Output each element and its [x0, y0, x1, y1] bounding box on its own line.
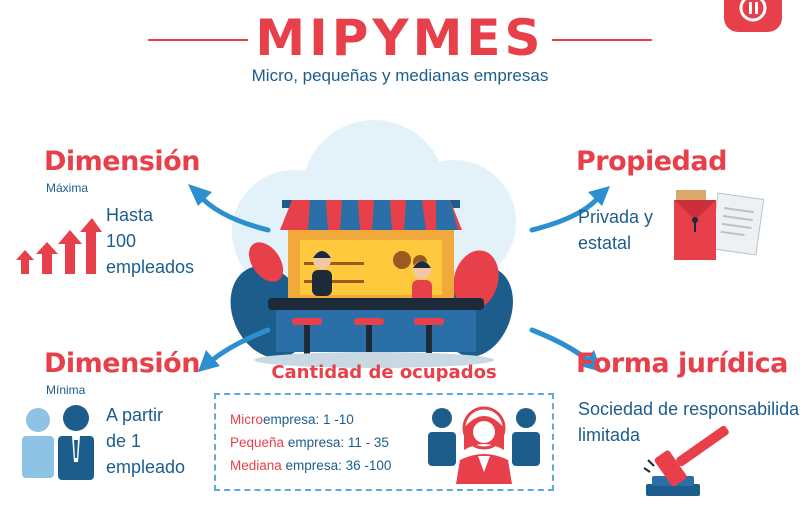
- title-rule-left: [148, 39, 248, 41]
- gavel-icon: [643, 426, 729, 496]
- market-stall-illustration: [230, 120, 516, 368]
- property-line-1: Privada y: [578, 207, 654, 227]
- employed-row-micro-suffix: empresa: 1 -10: [263, 412, 354, 427]
- documents-icon: [674, 190, 765, 260]
- employed-row-small-prefix: Pequeña: [230, 435, 285, 450]
- page-title: MIPYMES: [255, 9, 545, 67]
- logo-icon: [739, 0, 767, 22]
- ground-shadow: [254, 352, 494, 368]
- stools: [292, 318, 444, 355]
- dimension-min-sub: Mínima: [46, 383, 86, 397]
- dimension-max-line-3: empleados: [106, 257, 195, 277]
- employed-row-small: Pequeña empresa: 11 - 35: [230, 431, 391, 454]
- employed-rows: Microempresa: 1 -10 Pequeña empresa: 11 …: [230, 408, 391, 477]
- dimension-max-sub: Máxima: [46, 181, 89, 195]
- employed-heading: Cantidad de ocupados: [271, 362, 497, 383]
- dimension-min-heading: Dimensión: [44, 348, 200, 379]
- employed-row-medium-suffix: empresa: 36 -100: [281, 458, 392, 473]
- employed-row-medium: Mediana empresa: 36 -100: [230, 454, 391, 477]
- legal-form-line-2: limitada: [578, 425, 641, 445]
- title-rule-right: [552, 39, 652, 41]
- arrow-bottom-left: [207, 327, 271, 365]
- arrow-bottom-right: [529, 327, 593, 365]
- employed-row-small-suffix: empresa: 11 - 35: [284, 435, 389, 450]
- arrowhead-bottom-right: [580, 350, 602, 372]
- legal-form-heading: Forma jurídica: [576, 348, 788, 379]
- page-subtitle: Micro, pequeñas y medianas empresas: [251, 66, 549, 85]
- arrowhead-top-right: [588, 186, 610, 206]
- property-line-2: estatal: [578, 233, 632, 253]
- legal-form-text: Sociedad de responsabilidad limitada: [578, 396, 800, 448]
- legal-form-line-1: Sociedad de responsabilidad: [578, 399, 800, 419]
- vendor-left: [312, 251, 332, 296]
- employed-row-micro: Microempresa: 1 -10: [230, 408, 391, 431]
- dimension-max-text: Hasta 100 empleados: [106, 202, 194, 280]
- arrowhead-bottom-left: [198, 350, 220, 372]
- arrowhead-top-left: [188, 184, 212, 206]
- employed-row-medium-prefix: Mediana: [230, 458, 282, 473]
- employed-row-micro-prefix: Micro: [230, 412, 263, 427]
- stall-counter-top: [268, 298, 484, 310]
- employed-box: [214, 393, 554, 491]
- dimension-min-line-3: empleado: [106, 457, 186, 477]
- dimension-max-line-2: 100: [106, 231, 137, 251]
- employees-icon: [22, 405, 94, 480]
- dimension-min-line-2: de 1: [106, 431, 142, 451]
- stall-awning: [280, 200, 462, 230]
- property-heading: Propiedad: [576, 146, 727, 177]
- dimension-min-line-1: A partir: [106, 405, 164, 425]
- arrow-top-right: [529, 195, 601, 233]
- dimension-min-text: A partir de 1 empleado: [106, 402, 185, 480]
- growth-arrows-icon: [16, 218, 102, 274]
- property-text: Privada y estatal: [578, 204, 653, 256]
- dimension-max-heading: Dimensión: [44, 146, 200, 177]
- corner-logo: [724, 0, 782, 32]
- arrow-top-left: [197, 193, 271, 233]
- team-icon: [428, 406, 540, 484]
- dimension-max-line-1: Hasta: [106, 205, 154, 225]
